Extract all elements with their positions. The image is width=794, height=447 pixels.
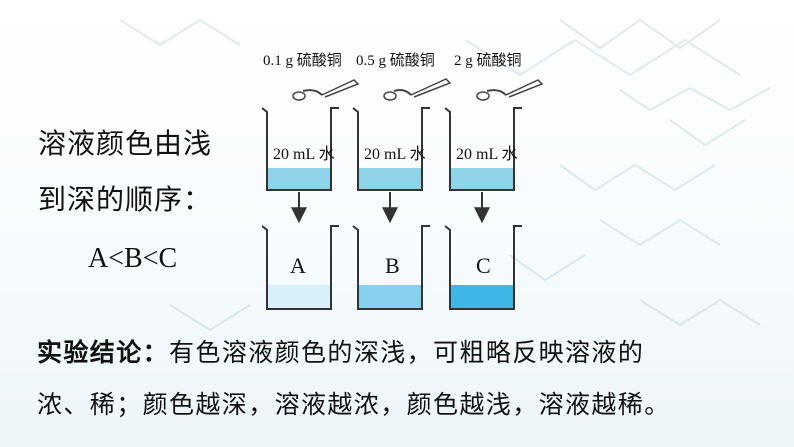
conclusion-line1-text: 有色溶液颜色的深浅，可粗略反映溶液的 (169, 338, 645, 367)
beaker-bottom-c (444, 225, 522, 310)
spoon-c (476, 79, 544, 101)
conclusion-prefix: 实验结论： (37, 338, 170, 367)
beaker-top-a (261, 107, 339, 191)
copper-sulfate-amount-a: 0.1 g 硫酸铜 (263, 53, 342, 69)
beaker-bottom-b (352, 225, 430, 310)
spoon-a (292, 79, 360, 101)
order-description-line2: 到深的顺序： (38, 183, 213, 216)
beaker-c-label: C (476, 253, 491, 278)
order-description-line1: 溶液颜色由浅 (38, 127, 213, 160)
beaker-bottom-a (261, 225, 339, 310)
spoon-b (383, 78, 452, 101)
beaker-top-b (352, 107, 430, 191)
conclusion-line1: 实验结论：有色溶液颜色的深浅，可粗略反映溶液的 (37, 340, 776, 365)
conclusion-line2: 浓、稀；颜色越深，溶液越浓，颜色越浅，溶液越稀。 (37, 390, 671, 419)
color-order: A<B<C (88, 243, 178, 274)
beaker-a-label: A (290, 253, 306, 278)
beaker-top-c (444, 107, 522, 191)
water-label-b: 20 mL 水 (364, 146, 426, 163)
water-label-a: 20 mL 水 (273, 146, 335, 163)
beaker-b-label: B (385, 253, 400, 278)
copper-sulfate-amount-c: 2 g 硫酸铜 (454, 53, 522, 69)
water-label-c: 20 mL 水 (456, 146, 518, 163)
copper-sulfate-amount-b: 0.5 g 硫酸铜 (356, 53, 435, 69)
